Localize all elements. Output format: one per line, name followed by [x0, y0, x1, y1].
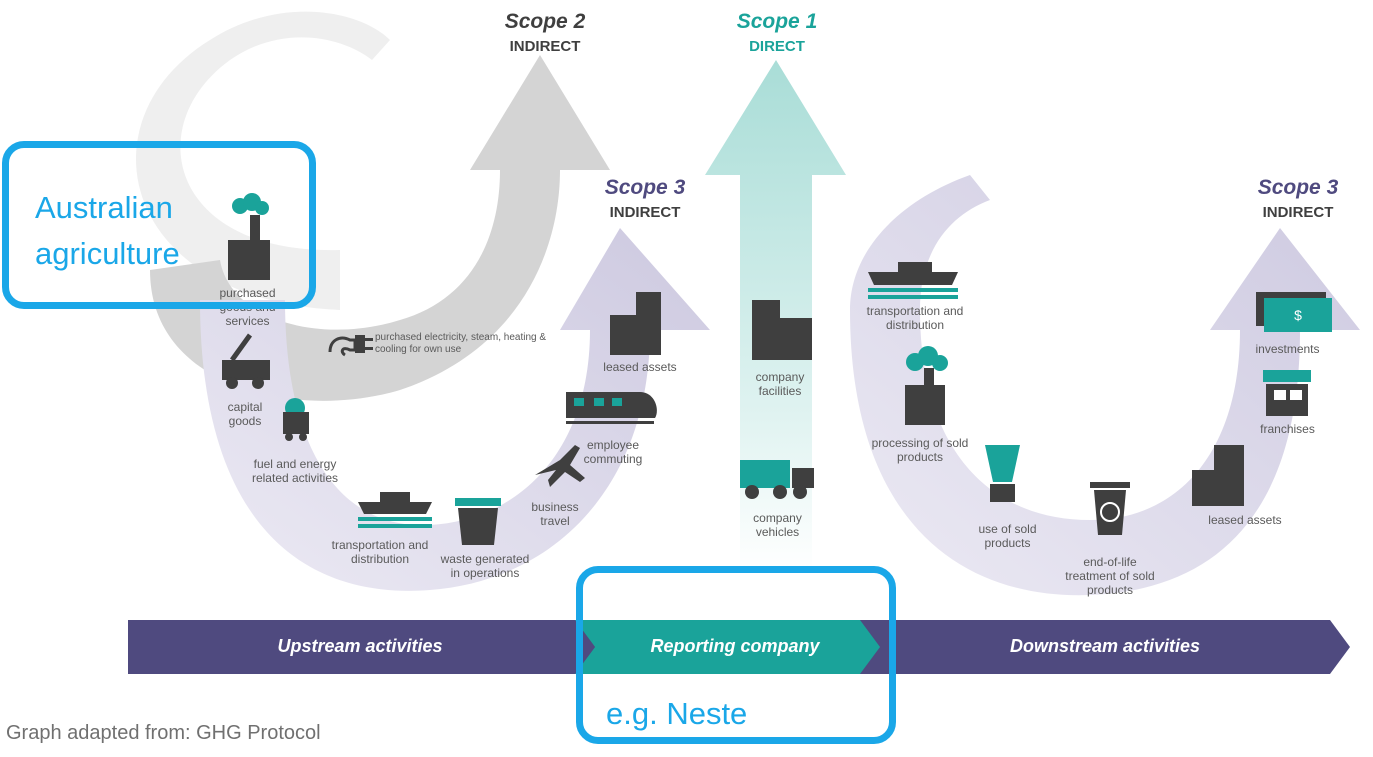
train-icon	[566, 392, 657, 424]
label-purchased-electricity: purchased electricity, steam, heating & …	[375, 332, 547, 355]
label-transport-downstream: transportation and distribution	[866, 304, 964, 332]
label-use-of-sold: use of sold products	[978, 522, 1037, 550]
building-icon-upstream	[610, 292, 661, 355]
callout-neste	[576, 566, 896, 744]
label-business-travel: business travel	[531, 500, 579, 528]
bar-upstream-label: Upstream activities	[277, 636, 443, 656]
ship-icon-upstream	[358, 492, 432, 528]
scope3-upstream-subtitle: INDIRECT	[609, 204, 681, 221]
label-processing: processing of sold products	[871, 436, 969, 464]
scope3-upstream-title: Scope 3	[604, 176, 686, 199]
label-employee-commuting: employee commuting	[583, 438, 643, 466]
label-capital-goods: capital goods	[227, 400, 263, 428]
bar-downstream-label: Downstream activities	[1009, 636, 1201, 656]
factory-icon	[228, 193, 270, 280]
recycle-bin-icon	[1090, 482, 1130, 535]
bar-reporting-label: Reporting company	[650, 636, 820, 656]
label-franchises: franchises	[1260, 422, 1315, 436]
shop-icon	[1263, 370, 1311, 416]
ship-icon-downstream	[868, 262, 958, 299]
scope2-arrow	[135, 11, 610, 401]
scope2-subtitle: INDIRECT	[509, 38, 581, 55]
factory-icon-processing	[905, 346, 948, 425]
scope3-upstream-arrow	[200, 228, 710, 591]
money-icon: $	[1256, 292, 1332, 332]
truck-icon-company	[740, 460, 814, 499]
bulb-icon	[985, 445, 1020, 502]
scope3-downstream-subtitle: INDIRECT	[1262, 204, 1334, 221]
label-end-of-life: end-of-life treatment of sold products	[1065, 555, 1155, 597]
crane-truck-icon	[222, 333, 270, 389]
plug-icon	[328, 335, 373, 357]
scope1-title: Scope 1	[736, 10, 818, 33]
fuel-cart-icon	[283, 398, 309, 441]
label-transport-upstream: transportation and distribution	[331, 538, 429, 566]
waste-bin-icon	[455, 498, 501, 545]
label-leased-assets-downstream: leased assets	[1208, 513, 1282, 527]
callout-neste-text: e.g. Neste	[606, 696, 748, 731]
label-fuel-energy: fuel and energy related activities	[251, 457, 339, 485]
svg-text:$: $	[1294, 307, 1302, 323]
label-waste: waste generated in operations	[440, 552, 530, 580]
building-icon-downstream	[1192, 445, 1244, 506]
label-investments: investments	[1255, 342, 1320, 356]
scope2-title: Scope 2	[504, 10, 586, 33]
callout-australian-agriculture	[2, 141, 316, 309]
label-company-facilities: company facilities	[755, 370, 805, 398]
activity-bar	[128, 620, 1350, 674]
source-note: Graph adapted from: GHG Protocol	[6, 722, 321, 744]
plane-icon	[535, 445, 585, 487]
scope3-downstream-title: Scope 3	[1257, 176, 1339, 199]
building-icon-company	[752, 300, 812, 360]
label-company-vehicles: company vehicles	[753, 511, 802, 539]
label-leased-assets-upstream: leased assets	[603, 360, 677, 374]
callout-australian-line2: agriculture	[35, 236, 180, 271]
scope1-subtitle: DIRECT	[749, 38, 805, 55]
callout-australian-line1: Australian	[35, 190, 173, 225]
